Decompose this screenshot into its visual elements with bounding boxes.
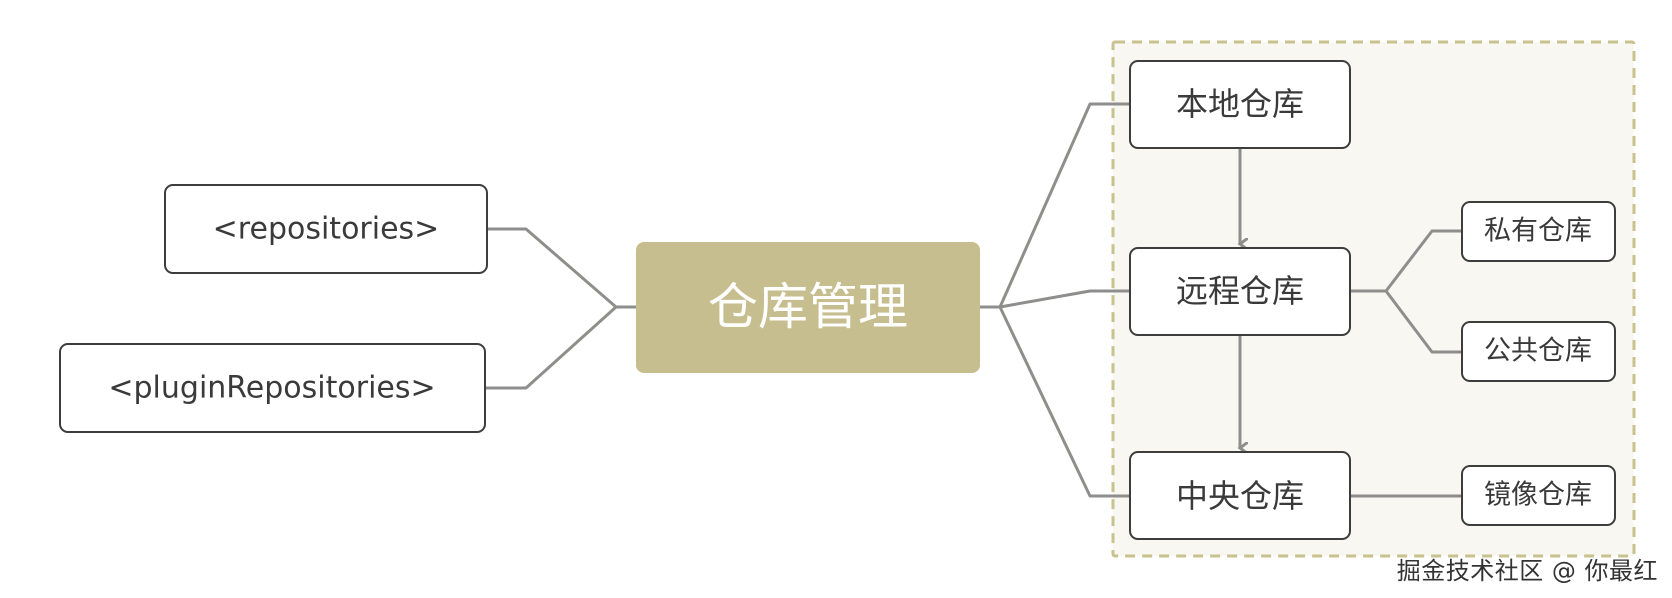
- left-connectors: [485, 227, 636, 390]
- node-private-repository-label: 私有仓库: [1484, 216, 1592, 247]
- connector-center-to-plugin-repositories: [485, 305, 636, 390]
- node-mirror-repository: 镜像仓库: [1461, 465, 1616, 526]
- node-local-repository-label: 本地仓库: [1176, 85, 1304, 123]
- connector-center-to-local: [980, 102, 1130, 309]
- node-remote-repository: 远程仓库: [1129, 247, 1351, 336]
- connector-center-to-repositories: [487, 227, 636, 309]
- right-connectors: [980, 102, 1130, 498]
- node-central-topic: 仓库管理: [636, 242, 980, 373]
- node-private-repository: 私有仓库: [1461, 201, 1616, 262]
- node-central-repository: 中央仓库: [1129, 451, 1351, 540]
- node-plugin-repositories: <pluginRepositories>: [59, 343, 486, 433]
- node-public-repository: 公共仓库: [1461, 321, 1616, 382]
- node-repositories: <repositories>: [164, 184, 488, 274]
- watermark: 掘金技术社区 @ 你最红: [1396, 557, 1658, 585]
- node-mirror-repository-label: 镜像仓库: [1484, 480, 1592, 511]
- node-plugin-repositories-label: <pluginRepositories>: [108, 371, 435, 406]
- repository-group-region: [1111, 40, 1636, 558]
- connector-remote-to-public: [1350, 289, 1462, 354]
- remote-children-connectors: [1350, 229, 1462, 498]
- node-remote-repository-label: 远程仓库: [1176, 272, 1304, 310]
- node-public-repository-label: 公共仓库: [1484, 336, 1592, 367]
- connector-center-to-central: [980, 305, 1130, 498]
- node-local-repository: 本地仓库: [1129, 60, 1351, 149]
- node-repositories-label: <repositories>: [213, 212, 440, 247]
- central-topic-label: 仓库管理: [708, 278, 908, 336]
- node-central-repository-label: 中央仓库: [1176, 477, 1304, 515]
